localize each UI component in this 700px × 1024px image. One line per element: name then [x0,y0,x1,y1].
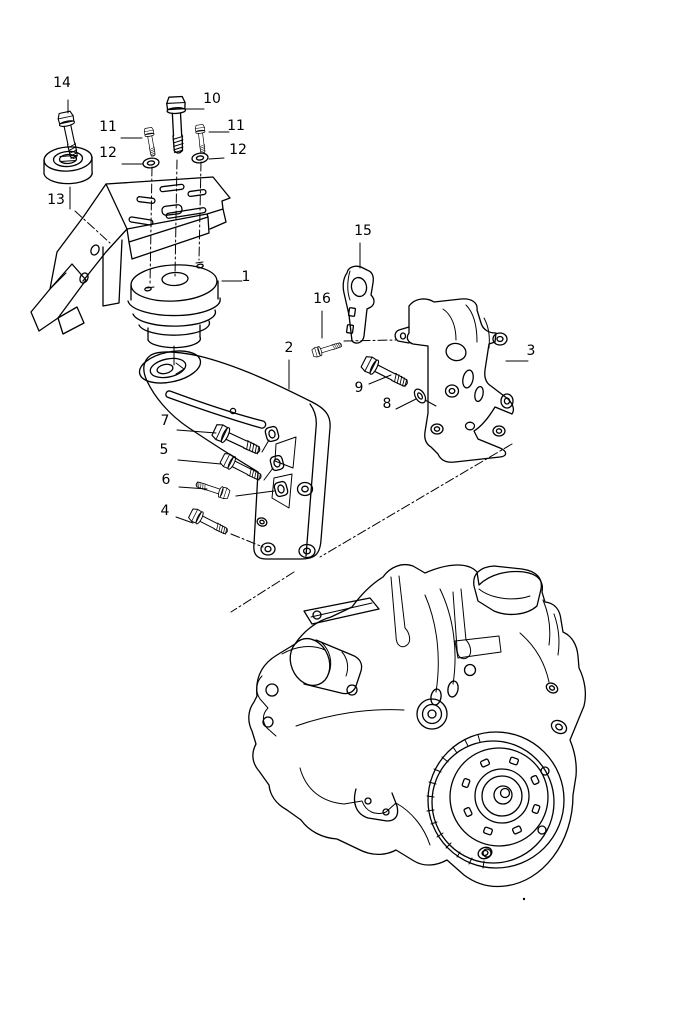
callout-label: 16 [313,291,331,307]
callout-label: 5 [160,442,169,458]
alignment-lines [230,443,513,613]
callout-leader [368,374,392,385]
assembly-axis-lines [74,159,204,366]
callout-label: 2 [285,340,294,356]
callout-leader [208,157,225,160]
callout-label: 14 [53,75,71,91]
washer-12-right [190,151,210,165]
bolt-10 [165,95,189,155]
upper-mount-assembly [30,95,231,366]
callout-leader [177,459,222,465]
callout-label: 8 [383,396,392,412]
washer-8 [411,386,437,407]
callout-label: 4 [161,503,170,519]
bolt-5 [218,451,274,485]
bolt-6 [194,478,275,501]
callout-label: 15 [354,223,372,239]
engine-block-details [256,565,560,846]
flywheel [426,682,568,869]
callout-label: 9 [355,380,364,396]
callout-label: 12 [99,145,117,161]
callout-leader [395,398,417,410]
callout-label: 11 [99,119,117,135]
support-bracket [30,176,231,335]
washer-12-left [141,156,161,170]
engine-top-brackets [281,597,380,655]
engine-mount-1 [127,263,221,349]
bolt-4 [187,506,264,548]
callout-label: 1 [242,269,251,285]
starter-motor [289,637,363,696]
buffer-13 [43,146,93,185]
bracket-3-assembly [311,265,515,463]
callout-leader [178,486,208,490]
bracket-2-assembly [138,350,331,560]
bolt-9 [359,354,412,392]
callout-label: 10 [203,91,221,107]
callout-label: 11 [227,118,245,134]
callout-label: 13 [47,192,65,208]
bolt-11-left [143,126,159,158]
callout-label: 7 [161,413,170,429]
bracket-3 [394,298,515,463]
callout-label: 12 [229,142,247,158]
callout-label: 3 [527,343,536,359]
bolt-7 [210,422,270,459]
bolt-16 [311,339,397,359]
engine-assembly [248,563,586,888]
callout-leader [175,516,194,524]
callout-label: 6 [162,472,171,488]
callout-leader [176,429,217,434]
bolt-11-right [194,123,208,155]
bracket-2 [138,350,331,560]
strap-15 [342,265,375,344]
speck-artifact [522,897,526,901]
